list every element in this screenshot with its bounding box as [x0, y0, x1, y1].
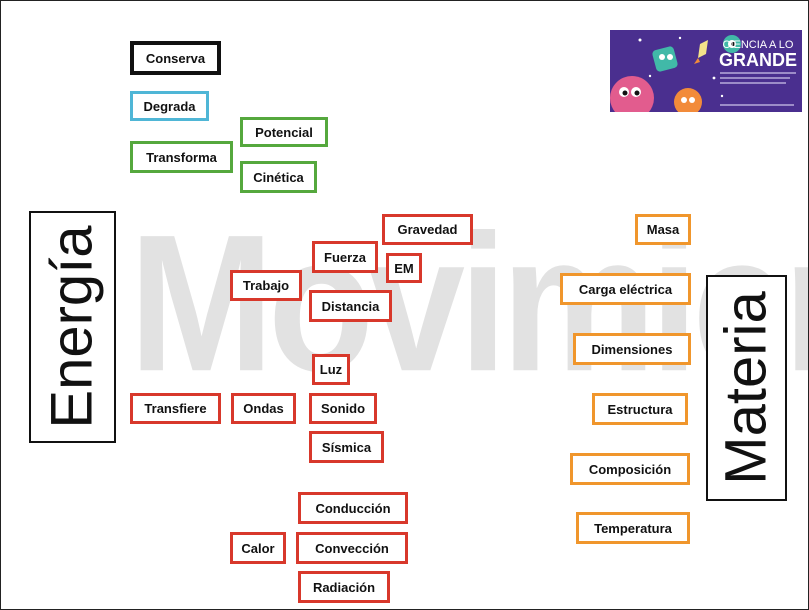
tag-transforma: Transforma	[130, 141, 233, 173]
tag-masa: Masa	[635, 214, 691, 245]
tag-sonido: Sonido	[309, 393, 377, 424]
tag-temperatura: Temperatura	[576, 512, 690, 544]
tag-calor: Calor	[230, 532, 286, 564]
tag-fuerza: Fuerza	[312, 241, 378, 273]
tag-distancia: Distancia	[309, 290, 392, 322]
tag-conveccion: Convección	[296, 532, 408, 564]
tag-carga-electrica: Carga eléctrica	[560, 273, 691, 305]
materia-label: Materia	[713, 291, 779, 485]
tag-cinetica: Cinética	[240, 161, 317, 193]
tag-conduccion: Conducción	[298, 492, 408, 524]
tag-trabajo: Trabajo	[230, 270, 302, 301]
logo-title-line1: CIENCIA A LO	[723, 39, 794, 51]
tag-dimensiones: Dimensiones	[573, 333, 691, 365]
logo-illustration: CIENCIA A LO GRANDE	[610, 30, 802, 112]
ciencia-a-lo-grande-logo: CIENCIA A LO GRANDE	[610, 30, 802, 112]
logo-title-line2: GRANDE	[719, 50, 797, 70]
energia-category-box: Energía	[29, 211, 116, 443]
tag-transfiere: Transfiere	[130, 393, 221, 424]
tag-radiacion: Radiación	[298, 571, 390, 603]
materia-category-box: Materia	[706, 275, 787, 501]
tag-ondas: Ondas	[231, 393, 296, 424]
tag-estructura: Estructura	[592, 393, 688, 425]
tag-em: EM	[386, 253, 422, 283]
energia-label: Energía	[39, 225, 105, 429]
tag-sismica: Sísmica	[309, 431, 384, 463]
tag-luz: Luz	[312, 354, 350, 385]
tag-gravedad: Gravedad	[382, 214, 473, 245]
tag-conserva: Conserva	[130, 41, 221, 75]
tag-potencial: Potencial	[240, 117, 328, 147]
tag-degrada: Degrada	[130, 91, 209, 121]
tag-composicion: Composición	[570, 453, 690, 485]
